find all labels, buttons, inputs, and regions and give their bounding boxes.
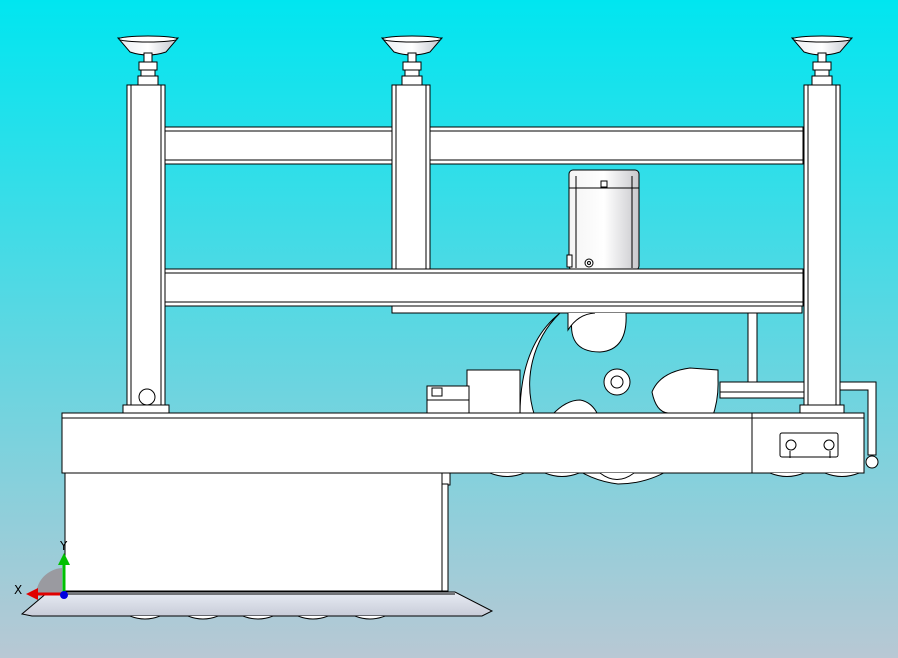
lower-rail xyxy=(164,268,804,314)
base-beam xyxy=(61,412,865,474)
triad-x-label: X xyxy=(14,583,22,597)
lower-housing xyxy=(64,472,451,592)
right-bracket xyxy=(719,312,879,469)
base-plate xyxy=(20,591,494,620)
motor xyxy=(566,169,640,271)
triad-y-label: Y xyxy=(59,539,68,553)
beam-rollers xyxy=(489,472,860,480)
leveling-foot-left xyxy=(116,35,180,86)
post-left xyxy=(122,84,170,414)
leveling-foot-right xyxy=(790,35,854,86)
upper-rail xyxy=(164,126,804,165)
post-right xyxy=(799,84,845,414)
leveling-foot-middle xyxy=(380,35,444,86)
machine-assembly[interactable] xyxy=(20,35,879,620)
coordinate-triad: X Y xyxy=(14,539,70,600)
